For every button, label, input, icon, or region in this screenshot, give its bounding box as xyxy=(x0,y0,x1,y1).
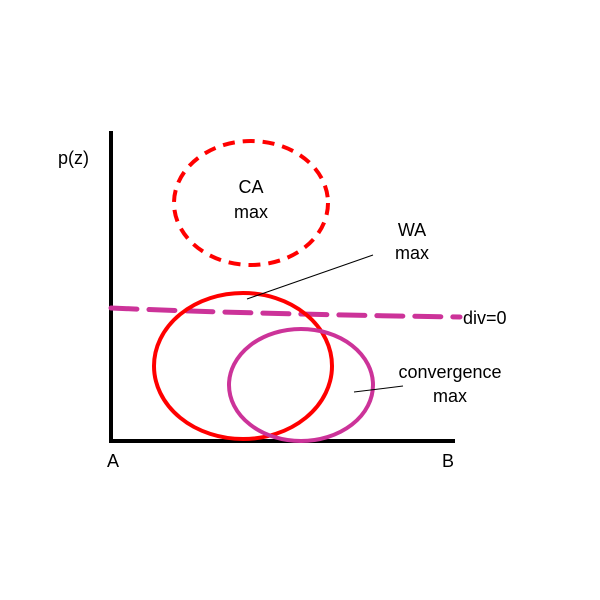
div-zero-line xyxy=(108,305,463,320)
convergence-label-line2: max xyxy=(433,386,467,406)
convergence-leader-line xyxy=(353,385,404,393)
y-axis-label: p(z) xyxy=(58,148,89,168)
x-start-label: A xyxy=(107,451,119,471)
wa-max-region xyxy=(152,291,334,441)
ca-label-line2: max xyxy=(234,202,268,222)
x-end-label: B xyxy=(442,451,454,471)
ca-label-line1: CA xyxy=(238,177,263,197)
convergence-max-region xyxy=(227,327,375,443)
wa-label-line2: max xyxy=(395,243,429,263)
ca-max-region xyxy=(172,139,330,267)
wa-label-line1: WA xyxy=(398,220,426,240)
wa-leader-line xyxy=(246,254,374,300)
div-zero-label: div=0 xyxy=(463,308,507,328)
convergence-label-line1: convergence xyxy=(398,362,501,382)
